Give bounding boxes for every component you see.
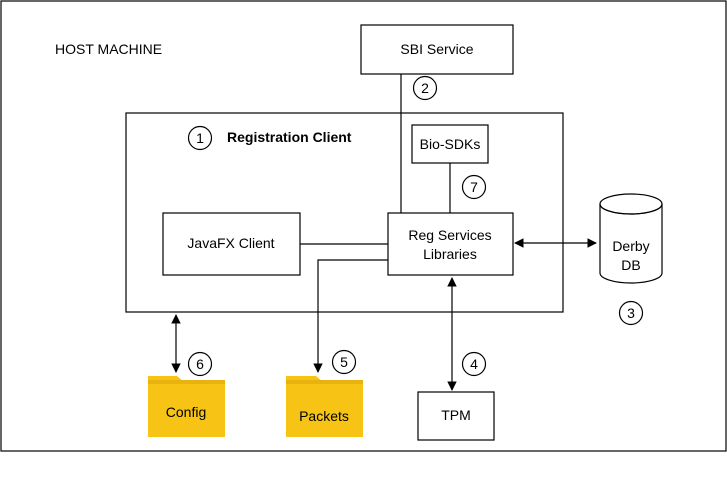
packets-folder-label: Packets <box>299 408 349 424</box>
marker-5-label: 5 <box>340 354 348 370</box>
marker-3: 3 <box>618 300 644 326</box>
marker-5: 5 <box>331 349 357 375</box>
reg-services-to-packets-arrow <box>313 259 388 373</box>
packets-folder-icon <box>286 376 363 437</box>
marker-7: 7 <box>461 174 487 200</box>
config-folder-label: Config <box>166 404 206 420</box>
marker-3-label: 3 <box>627 305 635 321</box>
javafx-client-label: JavaFX Client <box>187 235 274 251</box>
marker-6-label: 6 <box>196 356 204 372</box>
derby-db-line2: DB <box>621 257 640 273</box>
marker-6: 6 <box>187 351 213 377</box>
marker-2: 2 <box>412 75 438 101</box>
marker-4-label: 4 <box>470 356 478 372</box>
marker-1: 1 <box>187 125 213 151</box>
marker-7-label: 7 <box>470 179 478 195</box>
host-machine-label: HOST MACHINE <box>55 41 162 57</box>
config-folder-icon <box>148 376 225 437</box>
marker-2-label: 2 <box>421 80 429 96</box>
bio-sdks-box <box>411 124 489 164</box>
marker-4: 4 <box>461 351 487 377</box>
derby-db-line1: Derby <box>612 238 649 254</box>
javafx-client-box <box>162 212 301 276</box>
derby-db-cylinder <box>599 193 663 284</box>
registration-client-label: Registration Client <box>227 129 352 145</box>
marker-1-label: 1 <box>196 130 204 146</box>
bio-sdks-label: Bio-SDKs <box>420 136 481 152</box>
reg-services-line2: Libraries <box>423 246 477 262</box>
tpm-label: TPM <box>441 407 471 423</box>
reg-services-box <box>387 212 514 276</box>
sbi-service-box <box>360 24 514 75</box>
sbi-service-label: SBI Service <box>400 41 473 57</box>
tpm-box <box>417 391 495 441</box>
reg-services-line1: Reg Services <box>408 227 491 243</box>
